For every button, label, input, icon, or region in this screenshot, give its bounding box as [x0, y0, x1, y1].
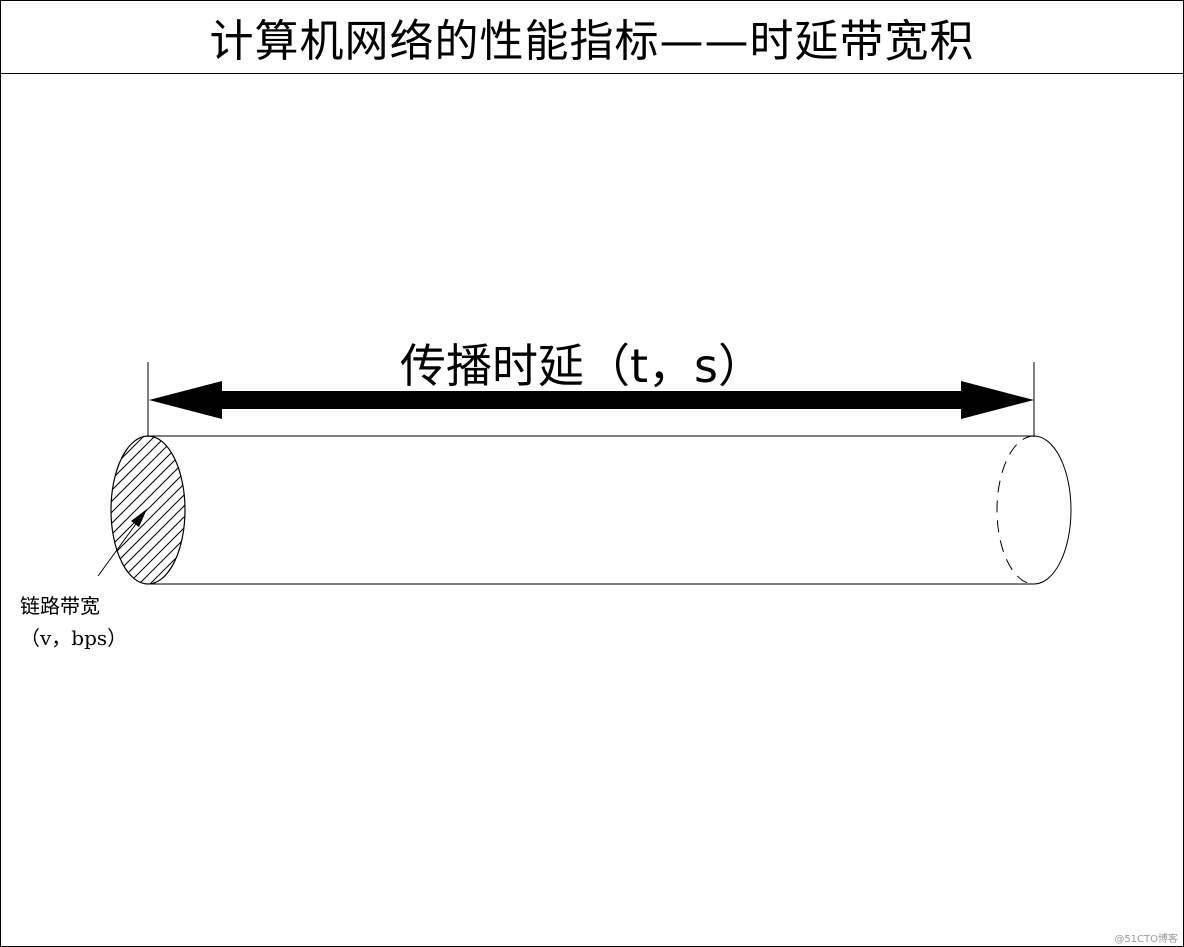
hatch-line: [111, 436, 185, 584]
hatch-line: [166, 436, 185, 584]
hatch-line: [211, 420, 391, 600]
link-bandwidth-label-line2: （v，bps）: [20, 626, 128, 650]
hatch-line: [111, 436, 185, 584]
hatch-line: [111, 436, 161, 584]
hatch-line: [111, 436, 185, 584]
hatch-line: [155, 436, 185, 584]
propagation-delay-label: 传播时延（t，s）: [400, 339, 765, 393]
link-bandwidth-label: 链路带宽 （v，bps）: [20, 590, 127, 654]
delay-double-arrow: [149, 381, 1034, 419]
bandwidth-leader: [97, 509, 147, 577]
hatch-line: [111, 436, 185, 584]
hatch-line: [177, 436, 185, 584]
title-bar: 计算机网络的性能指标——时延带宽积: [0, 0, 1184, 74]
hatch-line: [189, 420, 369, 600]
hatch-line: [200, 420, 380, 600]
hatch-line: [111, 436, 185, 584]
cross-section-face: [110, 420, 391, 600]
hatch-line: [111, 436, 185, 584]
hatch-line: [111, 436, 185, 584]
hatch-line: [122, 436, 185, 584]
link-bandwidth-label-line1: 链路带宽: [20, 594, 100, 618]
hatch-line: [111, 436, 185, 584]
hatch-line: [111, 436, 185, 584]
hatch-line: [111, 436, 185, 584]
link-cylinder: [148, 435, 1072, 585]
hatch-line: [111, 436, 183, 584]
hatch-line: [133, 436, 185, 584]
watermark: @51CTO博客: [1114, 934, 1178, 945]
page-title: 计算机网络的性能指标——时延带宽积: [209, 15, 975, 67]
hatch-line: [144, 436, 185, 584]
hatch-line: [111, 436, 172, 584]
